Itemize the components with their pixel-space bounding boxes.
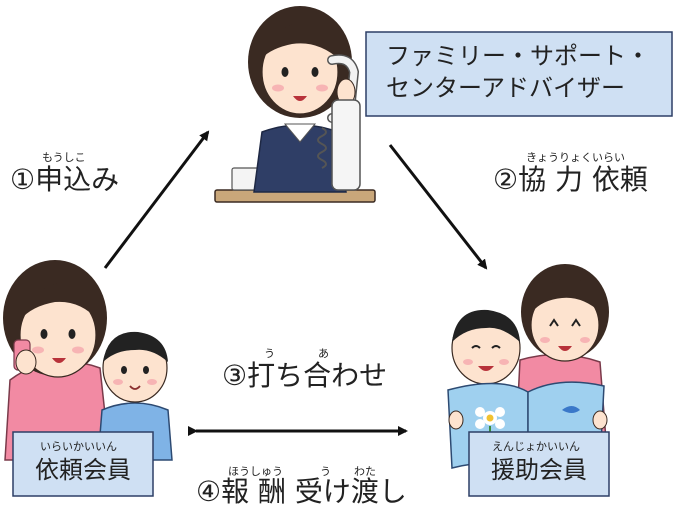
step1-ruby: もうしこ <box>42 151 86 164</box>
requester-box <box>12 431 154 497</box>
requester-illustration <box>3 260 173 461</box>
advisor-illustration <box>214 6 376 203</box>
step4-ruby-a: ほうしゅう <box>228 465 283 478</box>
step4-ruby-c: わた <box>354 465 376 478</box>
helper-label: 援助会員 <box>491 456 587 484</box>
advisor-title-line1: ファミリー・サポート・ <box>386 42 650 70</box>
step1-label: ①申込み <box>10 163 120 196</box>
step2-label: ②協 力 依頼 <box>493 163 648 196</box>
helper-ruby: えんじょかいいん <box>492 440 580 453</box>
arrow-request <box>103 130 210 269</box>
requester-ruby: いらいかいいん <box>40 440 117 453</box>
advisor-box <box>365 31 673 117</box>
step4-ruby-b: う <box>320 465 331 478</box>
step2-ruby: きょうりょくいらい <box>526 151 625 164</box>
step3-ruby-b: あ <box>318 347 329 360</box>
step3-label: ③打ち合わせ <box>222 359 388 392</box>
helper-box <box>468 431 610 497</box>
requester-label: 依頼会員 <box>35 456 131 484</box>
step4-label: ④報 酬 受け渡し <box>196 475 407 508</box>
step3-ruby-a: う <box>264 347 275 360</box>
arrow-cooperation <box>388 144 488 270</box>
advisor-title-line2: センターアドバイザー <box>386 74 626 102</box>
